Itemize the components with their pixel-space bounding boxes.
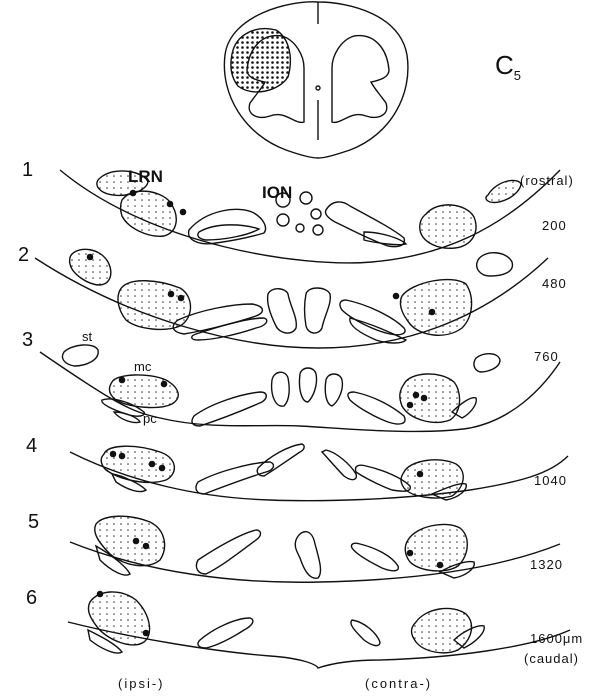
- label-mc: mc: [134, 360, 151, 373]
- depth-label-5: 1320: [530, 558, 563, 571]
- section-number-3: 3: [22, 330, 33, 350]
- section-5: [70, 516, 560, 582]
- segment-letter: C: [495, 50, 514, 80]
- section-2: [35, 249, 548, 348]
- segment-label: C5: [495, 52, 521, 82]
- section-number-5: 5: [28, 512, 39, 532]
- depth-label-3: 760: [534, 350, 559, 363]
- section-number-2: 2: [18, 245, 29, 265]
- section-number-4: 4: [26, 436, 37, 456]
- section-number-6: 6: [26, 588, 37, 608]
- segment-subscript: 5: [514, 68, 521, 83]
- depth-label-2: 480: [542, 277, 567, 290]
- depth-label-4: 1040: [534, 474, 567, 487]
- label-lrn: LRN: [128, 168, 163, 185]
- section-4: [70, 444, 568, 501]
- spinal-cord-section: [224, 2, 408, 158]
- section-number-1: 1: [22, 160, 33, 180]
- depth-label-6: 1600μm: [530, 632, 583, 645]
- section-3: [40, 345, 560, 432]
- label-ipsi: (ipsi-): [118, 677, 165, 690]
- label-pc: pc: [143, 412, 157, 425]
- depth-label-1: 200: [542, 219, 567, 232]
- label-ion: ION: [262, 184, 292, 201]
- label-caudal: (caudal): [524, 652, 579, 665]
- label-rostral: (rostral): [520, 174, 574, 187]
- section-6: [68, 591, 570, 668]
- label-st: st: [82, 330, 92, 343]
- label-contra: (contra-): [365, 677, 432, 690]
